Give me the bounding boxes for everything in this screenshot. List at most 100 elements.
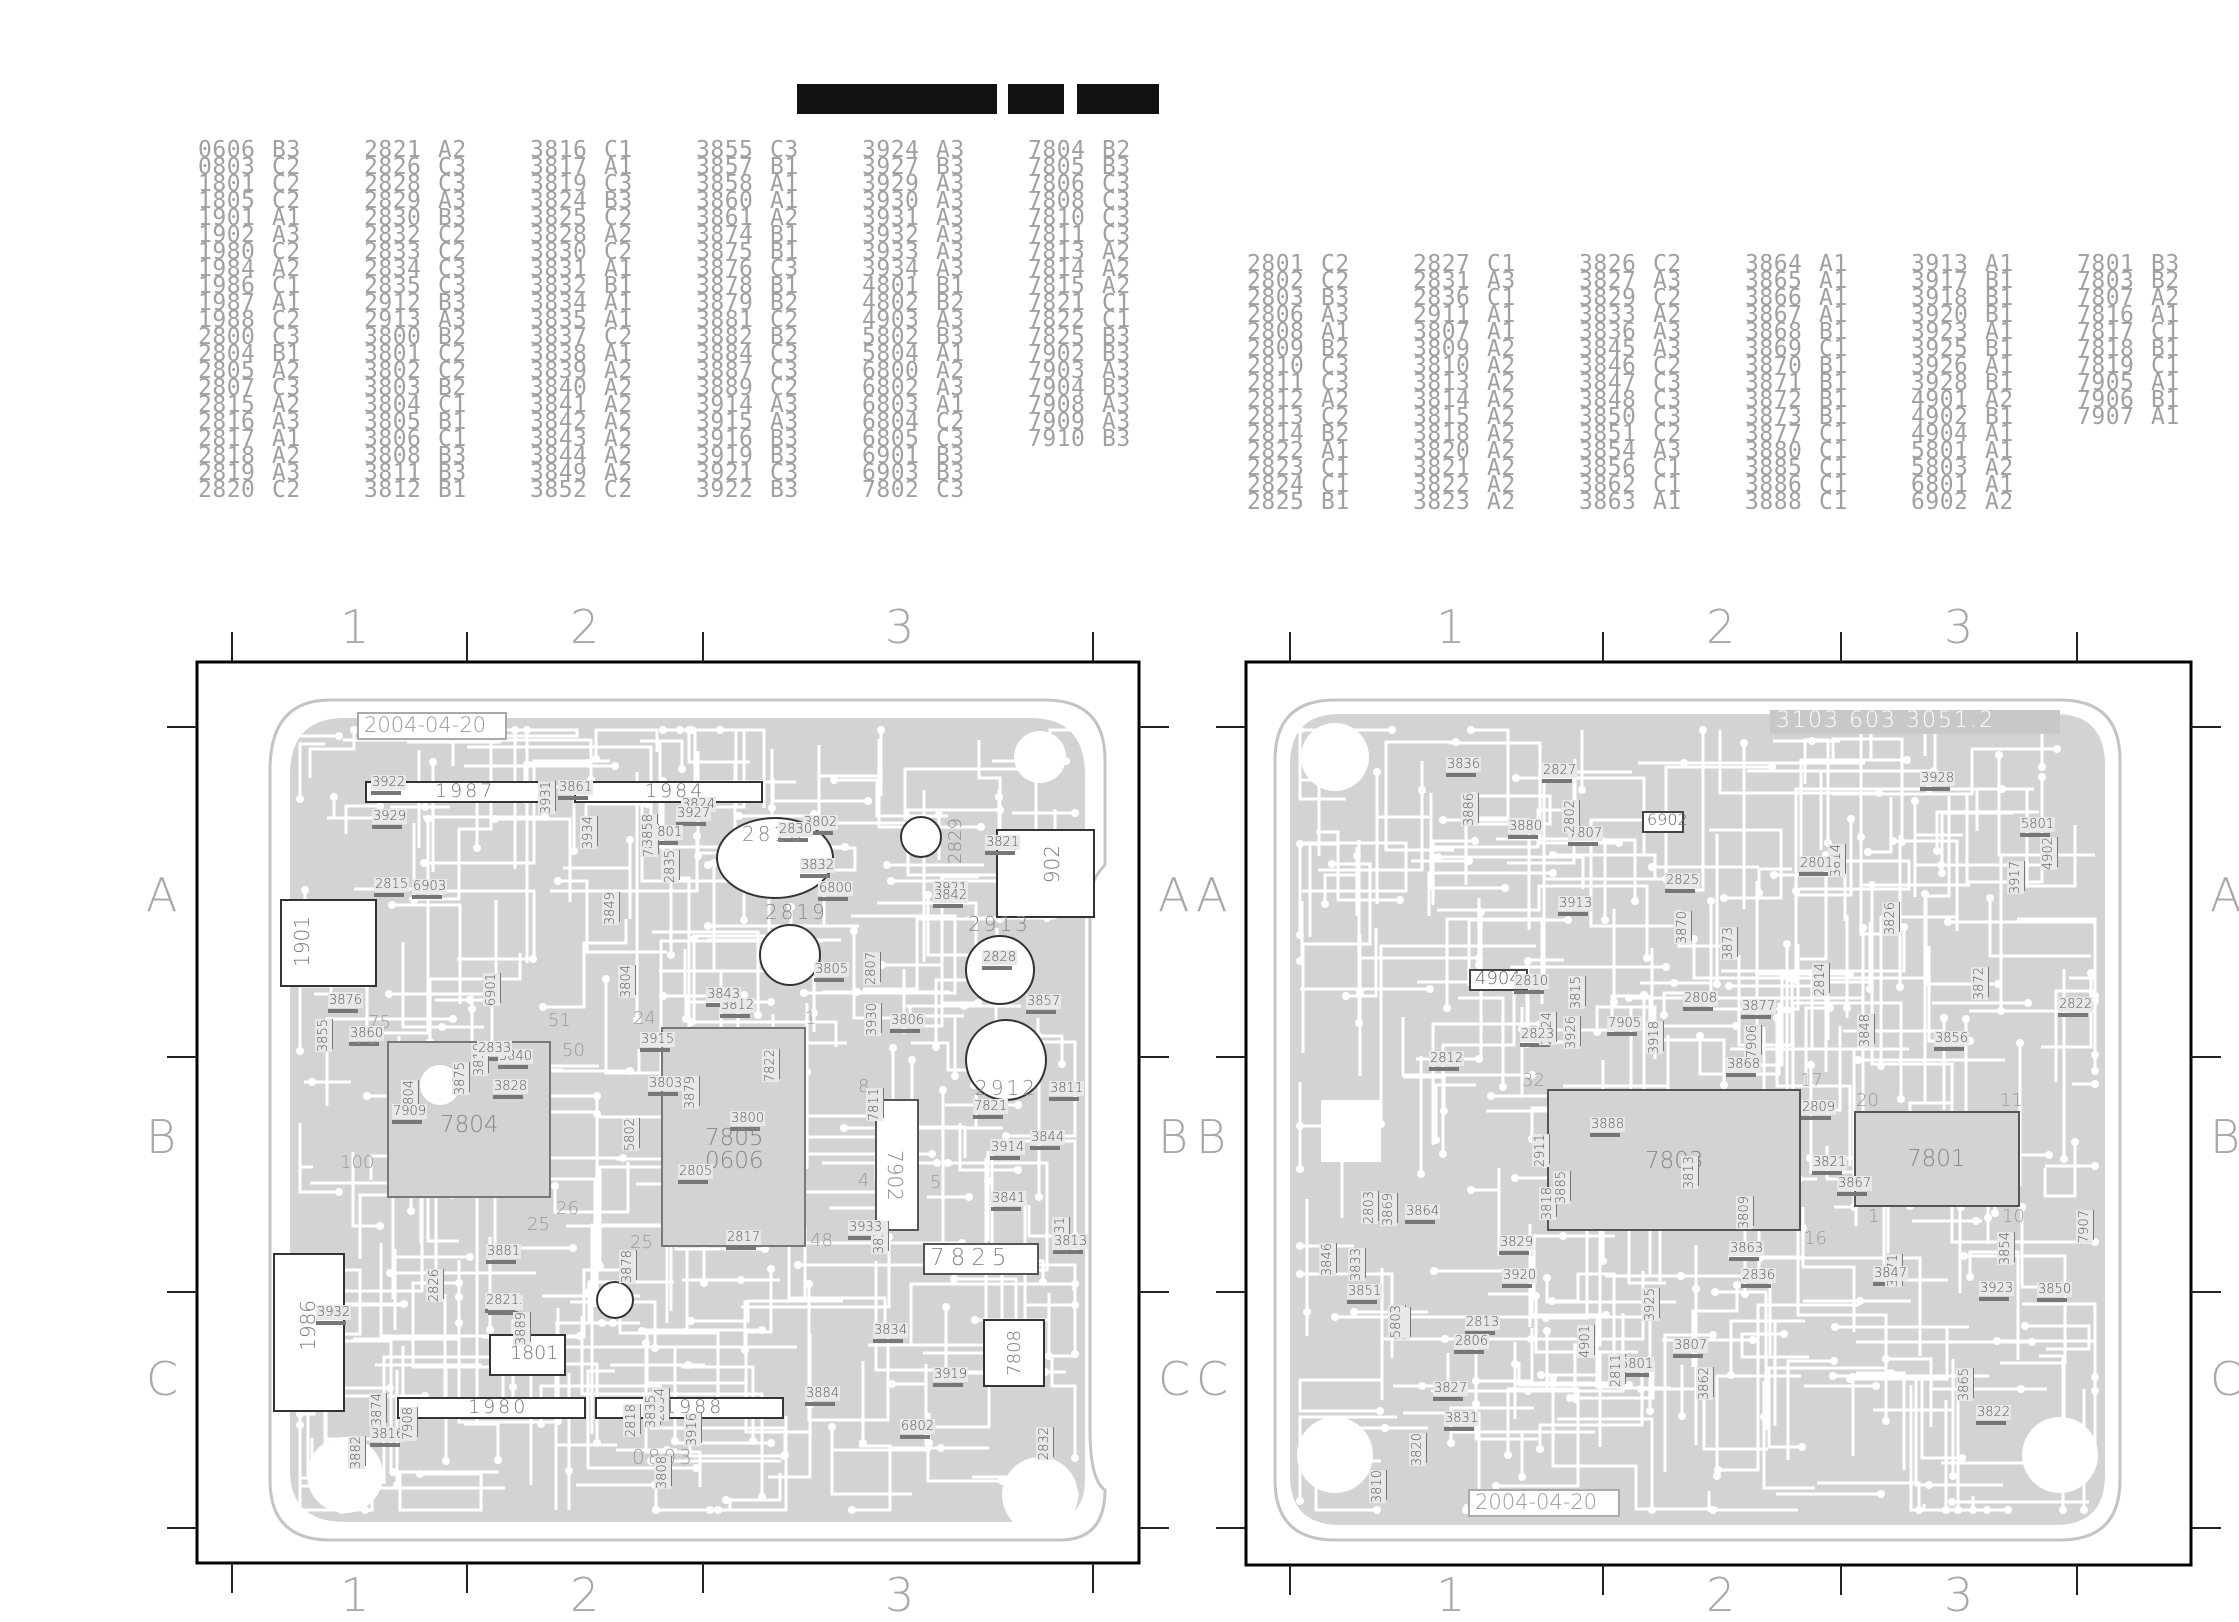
grid-position: B2 xyxy=(1102,137,1131,163)
chip-7803 xyxy=(1547,1089,1801,1231)
via xyxy=(889,1044,897,1052)
via xyxy=(1677,1272,1685,1280)
grid-position: C2 xyxy=(272,239,301,265)
grid-position: C3 xyxy=(1653,404,1682,430)
component-ref: 4904 xyxy=(1911,421,1969,447)
trace xyxy=(1474,1333,1538,1441)
component-ref: 1980 xyxy=(198,239,256,265)
via xyxy=(2091,1080,2099,1088)
component-ref: 3834 xyxy=(530,290,588,316)
via xyxy=(633,1016,641,1024)
chip-7902-label: 7902 xyxy=(883,1150,907,1201)
trace xyxy=(903,767,1038,839)
trace xyxy=(793,1135,900,1240)
grid-position: A3 xyxy=(1487,268,1516,294)
component-ref: 3864 xyxy=(1745,251,1803,277)
via xyxy=(960,1002,968,1010)
component-footprint xyxy=(818,897,848,901)
via xyxy=(1783,940,1791,948)
right-row-label-c-right: C xyxy=(2210,1352,2239,1406)
component-ref: 3838 xyxy=(530,341,588,367)
grid-position: B3 xyxy=(770,443,799,469)
via xyxy=(1471,837,1479,845)
component-ref: 3870 xyxy=(1745,353,1803,379)
via xyxy=(1528,1071,1536,1079)
via xyxy=(1872,1382,1880,1390)
component-ref: 7825 xyxy=(1028,324,1086,350)
grid-position: A3 xyxy=(272,222,301,248)
grid-position: C3 xyxy=(1653,387,1682,413)
via xyxy=(780,1452,788,1460)
via xyxy=(1949,1472,1957,1480)
grid-position: A2 xyxy=(272,392,301,418)
via xyxy=(1670,979,1678,987)
trace xyxy=(550,836,699,893)
trace xyxy=(1429,793,1505,890)
via xyxy=(1709,1331,1717,1339)
trace xyxy=(739,745,883,818)
component-ref: 3843 xyxy=(530,426,588,452)
grid-position: A2 xyxy=(604,409,633,435)
component-footprint xyxy=(370,1443,400,1447)
via xyxy=(1741,1290,1749,1298)
via xyxy=(1296,1270,1304,1278)
trace xyxy=(392,903,462,1004)
component-label: 2813 xyxy=(1465,1315,1501,1330)
via xyxy=(704,861,712,869)
trace xyxy=(958,1123,1018,1172)
via xyxy=(877,726,885,734)
component-ref: 3925 xyxy=(1911,336,1969,362)
component-ref: 3918 xyxy=(1911,285,1969,311)
grid-position: B3 xyxy=(1102,375,1131,401)
via xyxy=(1903,756,1911,764)
right-pin-16: 16 xyxy=(1804,1228,1827,1249)
grid-position: C1 xyxy=(1653,455,1682,481)
trace xyxy=(1427,871,1553,916)
component-ref: 3823 xyxy=(1413,489,1471,515)
via xyxy=(642,1339,650,1347)
via xyxy=(1439,816,1447,824)
header-bar-2 xyxy=(1008,84,1064,114)
grid-position: C2 xyxy=(438,358,467,384)
via xyxy=(1376,1407,1384,1415)
component-ref: 3848 xyxy=(1579,387,1637,413)
via xyxy=(1443,1004,1451,1012)
component-ref: 3923 xyxy=(1911,319,1969,345)
via xyxy=(1966,1273,1974,1281)
grid-position: A1 xyxy=(604,256,633,282)
component-label: 3804 xyxy=(618,965,635,999)
component-ref: 2815 xyxy=(198,392,256,418)
via xyxy=(1829,1372,1837,1380)
